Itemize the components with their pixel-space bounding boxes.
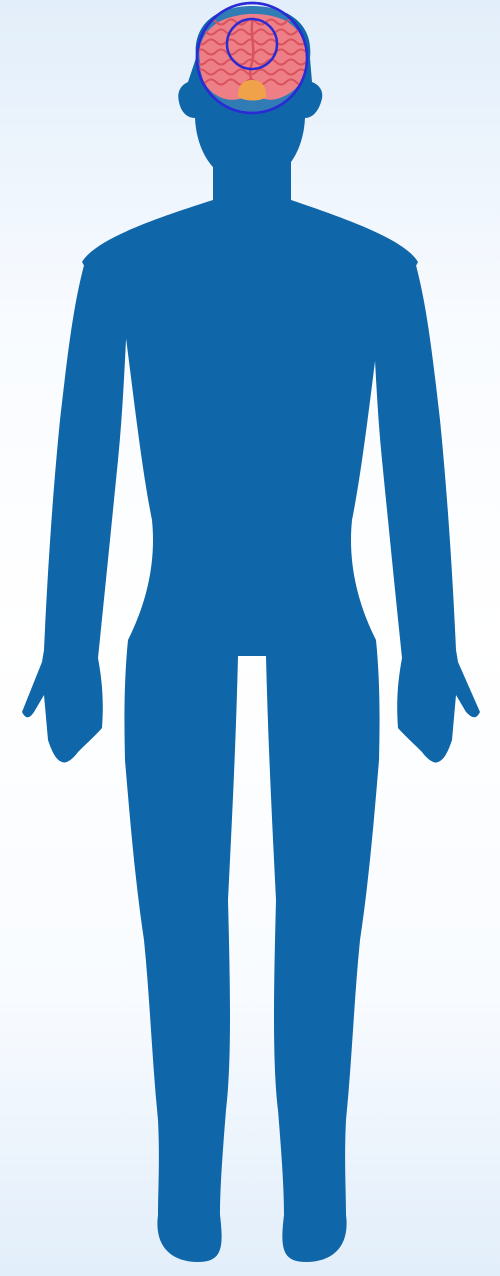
body-band — [0, 1239, 500, 1247]
body-band — [0, 843, 500, 851]
body-band — [0, 777, 500, 785]
body-band — [0, 942, 500, 950]
body-band — [0, 909, 500, 917]
body-silhouette — [22, 6, 480, 1262]
body-band — [0, 1008, 500, 1016]
body-band — [0, 1173, 500, 1181]
body-band — [0, 810, 500, 818]
body-band — [0, 1107, 500, 1115]
torso-legs — [82, 200, 418, 1262]
body-band — [0, 876, 500, 884]
left-arm — [22, 258, 130, 763]
body-band — [0, 1074, 500, 1082]
body-band — [0, 975, 500, 983]
body-band — [0, 1206, 500, 1214]
body-band — [0, 1140, 500, 1148]
body-band — [0, 1041, 500, 1049]
right-arm — [370, 258, 480, 763]
